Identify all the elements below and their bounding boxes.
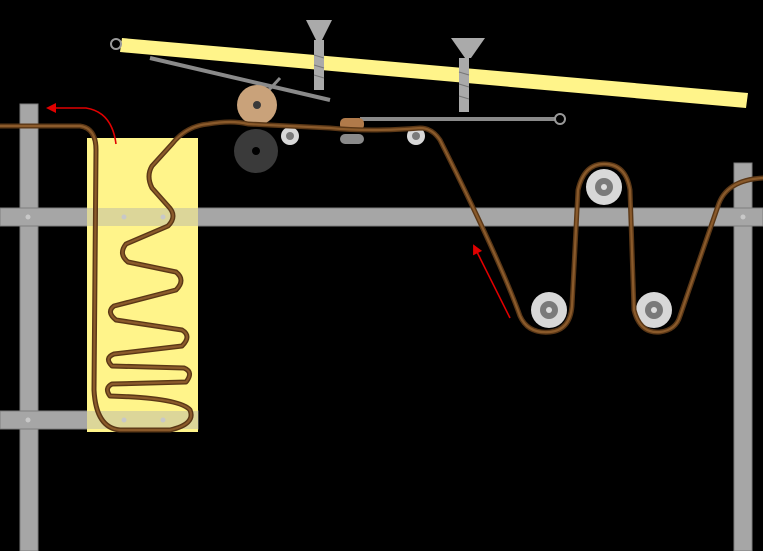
drive-arm: [149, 56, 331, 102]
red-arrow-icon: [46, 103, 117, 145]
tension-roller: [636, 292, 672, 328]
rail-bolts: [25, 214, 746, 423]
guide-roller: [407, 127, 425, 145]
tension-roller: [586, 169, 622, 205]
tape-clamp-pad: [340, 134, 364, 144]
drive-wheel-hub: [253, 101, 261, 109]
pivot-circle-icon: [110, 38, 122, 50]
wing-screw-icon: [451, 38, 485, 112]
frame-right-post: [733, 162, 753, 551]
lever-beam: [120, 38, 748, 108]
storage-bin-rail-overlap: [87, 208, 198, 226]
frame-left-post: [19, 103, 39, 551]
pivot-circle-icon: [554, 113, 566, 125]
wing-screw-icon: [306, 20, 332, 90]
guide-roller: [281, 127, 299, 145]
storage-bin-rail-overlap: [87, 411, 198, 429]
tension-roller: [531, 292, 567, 328]
red-arrow-icon: [473, 244, 511, 319]
tape-path-highlight: [0, 120, 763, 432]
pressure-roller-hub: [252, 147, 260, 155]
